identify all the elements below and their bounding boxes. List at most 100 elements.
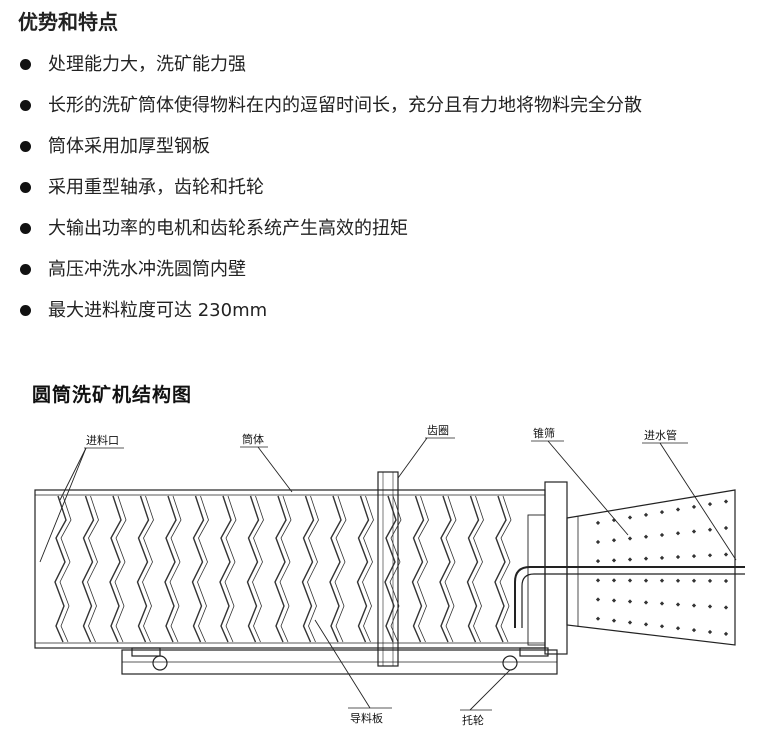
screen-hole (595, 539, 601, 545)
lifter-plate-edge (224, 495, 237, 643)
screen-hole (643, 512, 649, 517)
feature-item: 筒体采用加厚型钢板 (18, 126, 743, 167)
screen-hole (691, 627, 697, 633)
screen-hole (723, 631, 729, 637)
screen-hole (611, 558, 617, 563)
label-cone-screen: 锥筛 (533, 426, 555, 440)
lifter-plate (81, 495, 95, 643)
screen-hole (707, 629, 713, 635)
screen-hole (643, 600, 649, 605)
screen-hole (723, 578, 729, 584)
label-feed-inlet: 进料口 (86, 433, 119, 447)
screen-hole (611, 538, 617, 543)
label-drum-body: 筒体 (242, 432, 264, 446)
screen-hole (595, 559, 601, 564)
lifter-plate (274, 495, 287, 643)
screen-hole (707, 527, 713, 532)
lifter-plate-edge (389, 495, 402, 643)
screen-hole (659, 532, 665, 538)
screen-hole (675, 602, 681, 607)
lifter-plate (54, 495, 67, 643)
lifter-plate-edge (114, 495, 127, 643)
feature-item: 采用重型轴承，齿轮和托轮 (18, 167, 743, 208)
screen-hole (595, 616, 601, 621)
section-title: 优势和特点 (18, 10, 118, 34)
lifter-plate-edge (169, 495, 182, 643)
feature-text: 筒体采用加厚型钢板 (48, 136, 210, 157)
screen-hole (643, 556, 649, 561)
lifter-plate (246, 495, 260, 643)
screen-hole (675, 626, 681, 631)
feature-text: 长形的洗矿筒体使得物料在内的逗留时间长，充分且有力地将物料完全分散 (48, 95, 642, 116)
bullet-icon (20, 264, 31, 275)
screen-hole (643, 534, 649, 539)
lifter-plate (301, 495, 315, 643)
support-roller (152, 655, 168, 671)
feature-text: 大输出功率的电机和齿轮系统产生高效的扭矩 (48, 218, 408, 239)
lifter-plate (136, 495, 150, 643)
screen-hole (691, 554, 697, 559)
feature-text: 高压冲洗水冲洗圆筒内壁 (48, 259, 246, 280)
screen-hole (691, 603, 697, 608)
lifter-plate-edge (417, 495, 429, 643)
bullet-icon (20, 141, 31, 152)
feature-text: 处理能力大，洗矿能力强 (48, 54, 246, 75)
support-foot (131, 647, 161, 657)
bullet-icon (20, 100, 31, 111)
screen-hole (723, 605, 729, 610)
label-guide-plate: 导料板 (350, 711, 383, 725)
screen-hole (643, 622, 649, 627)
screen-hole (691, 504, 697, 509)
screen-hole (723, 499, 729, 504)
lifter-plate-edge (307, 495, 319, 643)
screen-hole (611, 618, 617, 623)
screen-hole (611, 598, 617, 603)
lifter-plate-edge (252, 495, 264, 643)
lifter-plate-edge (197, 495, 209, 643)
screen-hole (675, 578, 681, 583)
lifter-plate (191, 495, 205, 643)
lifter-plate (164, 495, 177, 643)
feature-text: 采用重型轴承，齿轮和托轮 (48, 177, 264, 198)
screen-hole (707, 553, 713, 558)
screen-holes (595, 499, 729, 637)
lifter-plate-edge (472, 495, 484, 643)
screen-hole (675, 507, 681, 512)
screen-hole (659, 510, 665, 515)
cone-screen (566, 489, 736, 646)
screen-hole (659, 601, 665, 606)
lifter-plate-edge (279, 495, 292, 643)
lifter-plate-edge (87, 495, 99, 643)
screen-hole (627, 578, 633, 583)
screen-hole (723, 552, 729, 557)
gear-ring (377, 471, 399, 667)
lifter-plate (356, 495, 370, 643)
bullet-icon (20, 223, 31, 234)
lifter-plate (411, 495, 425, 643)
lifter-plate-edge (59, 495, 72, 643)
support-roller (502, 655, 518, 671)
screen-hole (707, 578, 713, 584)
water-pipe (514, 566, 745, 628)
screen-hole (675, 531, 681, 536)
feature-item: 高压冲洗水冲洗圆筒内壁 (18, 249, 743, 290)
lifter-plate (494, 495, 507, 643)
feature-text: 最大进料粒度可达 230mm (48, 300, 268, 321)
bullet-icon (20, 305, 31, 316)
lifter-plate-edge (362, 495, 374, 643)
screen-hole (627, 515, 633, 520)
bullet-icon (20, 182, 31, 193)
lifter-plate-edge (444, 495, 457, 643)
feature-item: 大输出功率的电机和齿轮系统产生高效的扭矩 (18, 208, 743, 249)
lifter-plate (384, 495, 397, 643)
feature-list: 处理能力大，洗矿能力强 长形的洗矿筒体使得物料在内的逗留时间长，充分且有力地将物… (18, 44, 743, 331)
bullet-icon (20, 59, 31, 70)
screen-hole (611, 578, 617, 583)
support-foot (519, 647, 549, 657)
screen-hole (707, 604, 713, 609)
screen-hole (595, 578, 601, 583)
screen-hole (627, 557, 633, 562)
label-gear-ring: 齿圈 (427, 424, 449, 437)
screen-hole (723, 525, 729, 531)
